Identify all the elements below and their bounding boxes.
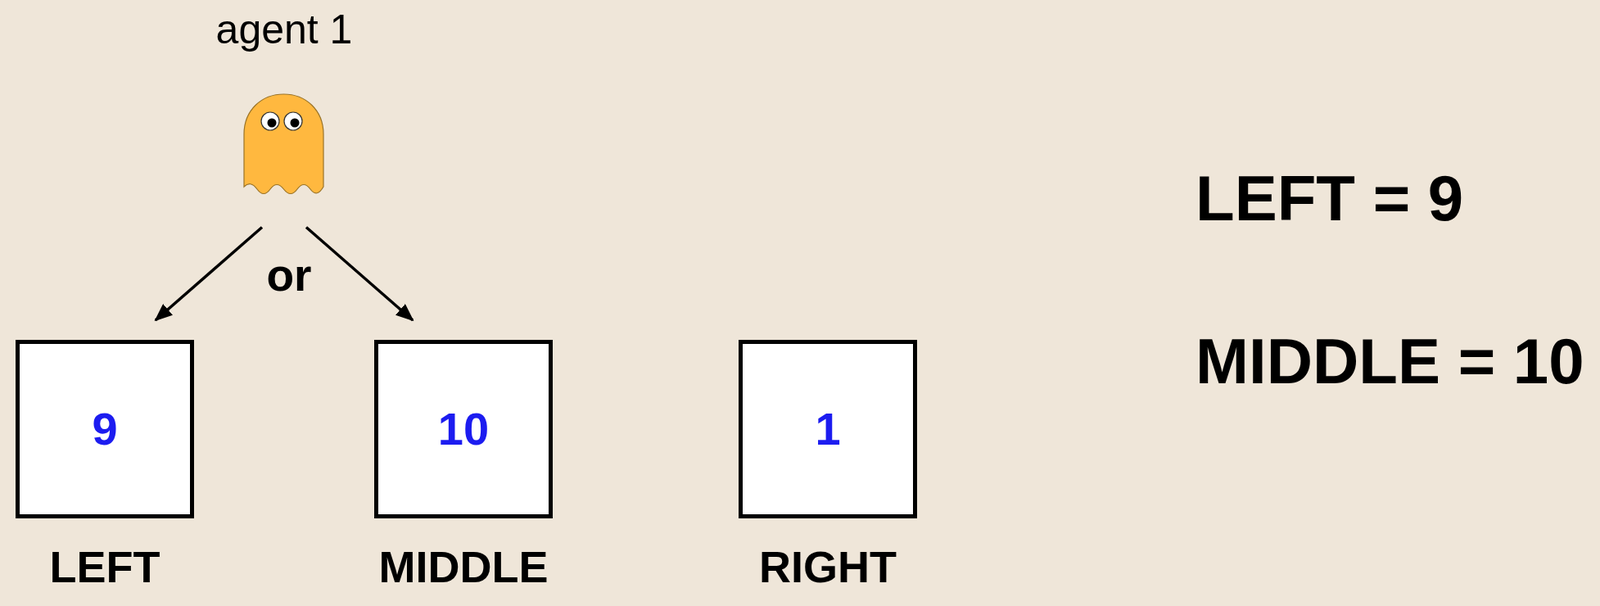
value-note: LEFT = 9 xyxy=(1195,163,1464,235)
box-value: 1 xyxy=(814,406,841,452)
value-note: MIDDLE = 10 xyxy=(1195,326,1585,398)
box-outline: 9 xyxy=(15,339,195,519)
box-outline: 10 xyxy=(374,339,553,519)
box-outline: 1 xyxy=(738,339,918,519)
choice-arrow xyxy=(155,227,263,321)
agent-name: agent 1 xyxy=(216,6,353,55)
choice-word: or xyxy=(266,250,312,301)
box-value: 9 xyxy=(91,406,118,452)
ghost-pupil xyxy=(290,117,300,127)
box-name: RIGHT xyxy=(738,544,918,589)
ghost-pupil xyxy=(267,117,277,127)
choice-arrow xyxy=(306,227,413,321)
choice-box: 9LEFT xyxy=(15,339,195,589)
box-name: LEFT xyxy=(15,544,195,589)
choice-box: 1RIGHT xyxy=(738,339,918,589)
choice-box: 10MIDDLE xyxy=(374,339,553,589)
ghost-eye xyxy=(284,112,303,131)
box-name: MIDDLE xyxy=(374,544,553,589)
ghost-eye xyxy=(261,112,280,131)
ghost-body xyxy=(244,94,324,195)
ghost-icon xyxy=(243,93,325,199)
box-value: 10 xyxy=(438,406,489,452)
agent-node: agent 1 xyxy=(216,6,353,199)
